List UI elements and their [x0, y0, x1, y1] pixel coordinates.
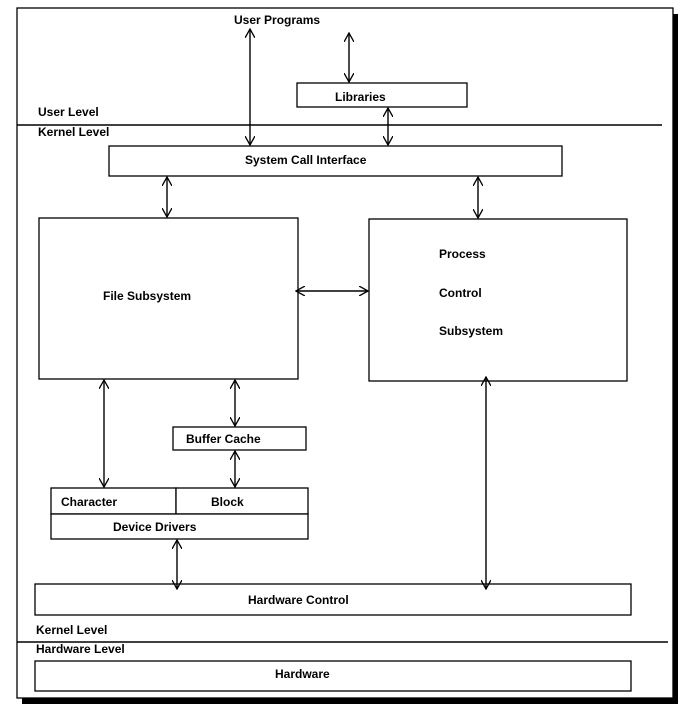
hardware-control-label: Hardware Control [248, 593, 349, 607]
hardware-box [34, 660, 632, 692]
block-box [175, 487, 309, 515]
buffer-cache-label: Buffer Cache [186, 432, 261, 446]
control-label: Control [439, 286, 482, 300]
process-label: Process [439, 247, 486, 261]
user-programs-label: User Programs [234, 13, 320, 27]
libraries-label: Libraries [335, 90, 386, 104]
system-call-interface-box [108, 145, 563, 177]
file-subsystem-box [38, 217, 299, 380]
libraries-box [296, 82, 468, 108]
device-drivers-box [50, 513, 309, 540]
block-label: Block [211, 495, 244, 509]
hardware-label: Hardware [275, 667, 330, 681]
process-control-subsystem-box [368, 218, 628, 382]
hardware-level-label: Hardware Level [36, 642, 125, 656]
character-label: Character [61, 495, 117, 509]
subsystem-label: Subsystem [439, 324, 503, 338]
file-subsystem-label: File Subsystem [103, 289, 191, 303]
hardware-control-box [34, 583, 632, 616]
system-call-interface-label: System Call Interface [245, 153, 367, 167]
user-level-label: User Level [38, 105, 99, 119]
kernel-level-bottom-label: Kernel Level [36, 623, 107, 637]
kernel-level-top-label: Kernel Level [38, 125, 109, 139]
device-drivers-label: Device Drivers [113, 520, 197, 534]
